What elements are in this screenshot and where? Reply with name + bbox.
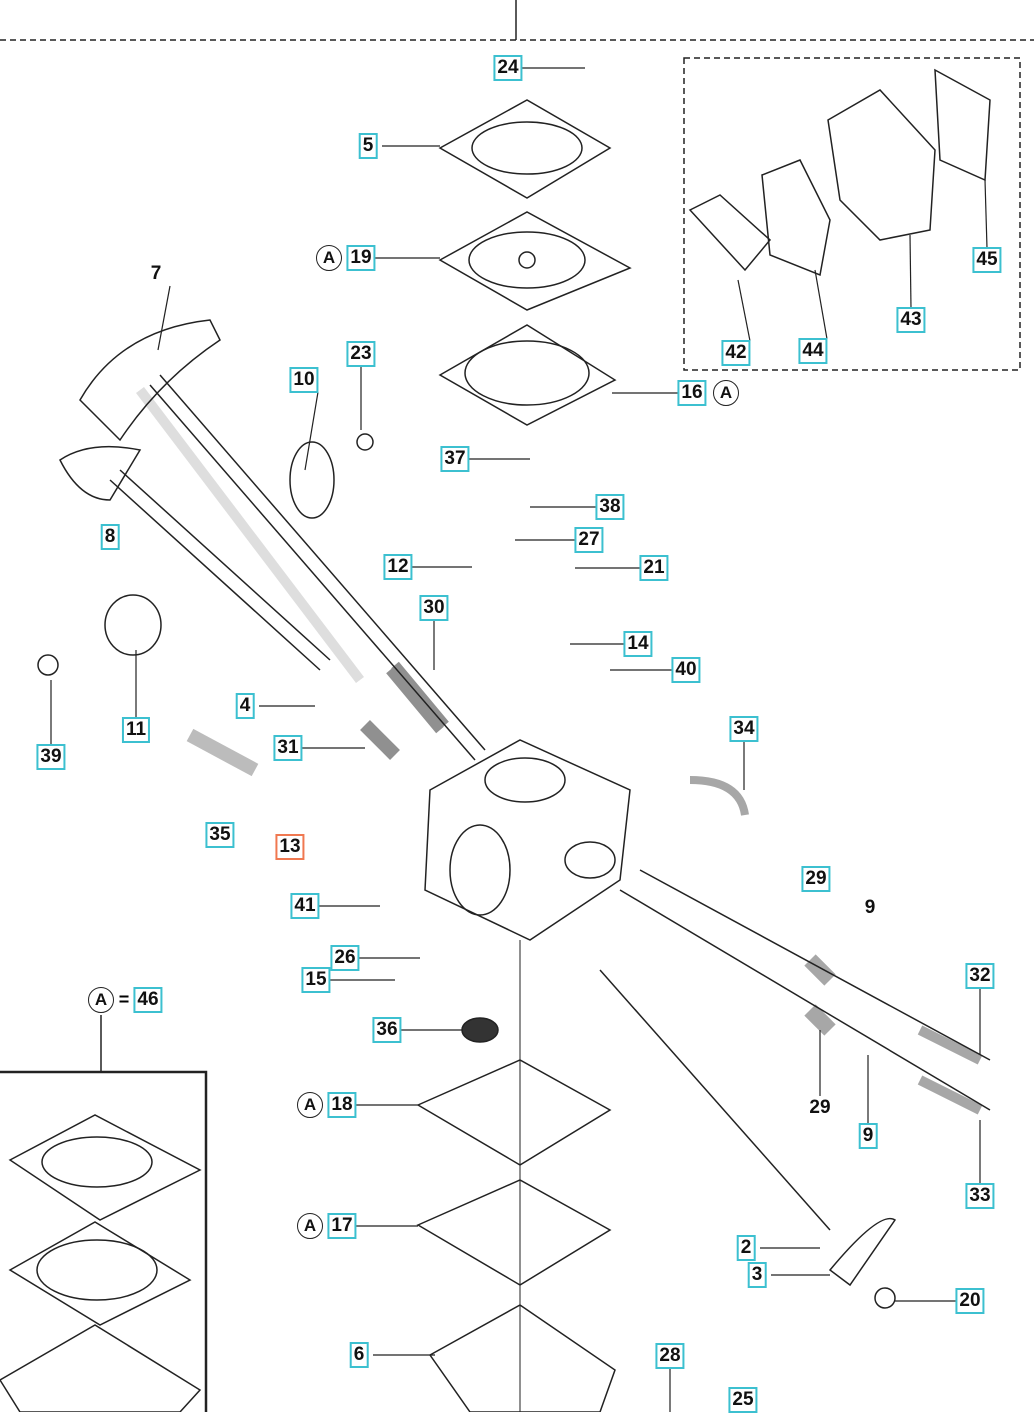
leader-line-7 [157,285,171,351]
kit-marker-a: A [713,380,739,406]
kit-marker-a: A [297,1213,323,1239]
part-label-42[interactable]: 42 [721,340,751,366]
part-label-44[interactable]: 44 [798,338,828,364]
part-label-39[interactable]: 39 [36,744,66,770]
part-label-29[interactable]: 29 [801,866,831,892]
tube-34 [689,776,749,816]
part-label-17[interactable]: 17 [327,1213,357,1239]
kit-marker-a: A [297,1092,323,1118]
part-label-45[interactable]: 45 [972,247,1002,273]
insulator-44 [761,159,831,277]
lever-7 [79,319,221,442]
part-label-35[interactable]: 35 [205,822,235,848]
spring-29b [804,1004,836,1036]
part-label-38[interactable]: 38 [595,494,625,520]
part-label-8[interactable]: 8 [100,524,120,550]
diaphragm-19 [438,211,632,311]
kit-marker-a: A [88,987,114,1013]
part-label-12[interactable]: 12 [383,554,413,580]
part-label-9[interactable]: 9 [858,1123,878,1149]
part-label-30[interactable]: 30 [419,595,449,621]
part-label-46[interactable]: 46 [133,987,163,1013]
leader-line-43 [909,234,912,309]
leader-line-44 [814,269,828,340]
part-label-6[interactable]: 6 [349,1342,369,1368]
part-label-24[interactable]: 24 [493,55,523,81]
part-label-7[interactable]: 7 [150,263,162,284]
filter-36 [461,1017,499,1043]
part-label-20[interactable]: 20 [955,1288,985,1314]
part-label-18[interactable]: 18 [327,1092,357,1118]
part-label-28[interactable]: 28 [655,1343,685,1369]
part-label-2[interactable]: 2 [736,1235,756,1261]
diaphragm-17 [416,1179,612,1286]
part-label-14[interactable]: 14 [623,631,653,657]
throttle-plate-10 [289,441,335,519]
part-label-31[interactable]: 31 [273,735,303,761]
needle-33 [917,1075,983,1115]
kit-equals-sign: = [118,989,130,1010]
lever-8 [59,445,142,501]
part-label-25[interactable]: 25 [728,1387,758,1413]
screw-20 [874,1287,896,1309]
part-label-9[interactable]: 9 [864,897,876,918]
pump-cover-6 [428,1304,616,1412]
part-label-40[interactable]: 40 [671,657,701,683]
spring-29a [804,954,836,986]
screw-39 [37,654,59,676]
part-label-15[interactable]: 15 [301,967,331,993]
part-label-23[interactable]: 23 [346,341,376,367]
leader-line-42 [737,279,751,342]
part-label-34[interactable]: 34 [729,716,759,742]
spring-31 [360,720,400,760]
part-label-19[interactable]: 19 [346,245,376,271]
lever-3 [828,1217,897,1287]
part-label-37[interactable]: 37 [440,446,470,472]
kit-46-inset [0,1070,208,1412]
choke-plate-11 [104,594,162,656]
part-label-21[interactable]: 21 [639,555,669,581]
carburetor-body [424,739,631,941]
gasket-5 [438,99,612,199]
part-label-3[interactable]: 3 [747,1262,767,1288]
part-label-4[interactable]: 4 [235,693,255,719]
gasket-42 [688,194,772,272]
adapter-43 [827,89,936,241]
part-label-29[interactable]: 29 [809,1097,831,1118]
part-label-16[interactable]: 16 [677,380,707,406]
leader-line-45 [984,179,988,249]
spring-30 [386,661,449,734]
pin-35 [186,728,259,777]
part-label-41[interactable]: 41 [290,893,320,919]
part-label-11[interactable]: 11 [121,717,151,743]
intake-subassembly-box [683,57,1021,371]
gasket-16 [438,324,617,426]
part-label-5[interactable]: 5 [358,133,378,159]
part-label-33[interactable]: 33 [965,1183,995,1209]
part-label-43[interactable]: 43 [896,307,926,333]
part-label-10[interactable]: 10 [289,367,319,393]
gasket-45 [934,68,991,182]
part-label-26[interactable]: 26 [330,945,360,971]
kit-marker-a: A [316,245,342,271]
part-label-13[interactable]: 13 [275,834,305,860]
screw-23 [356,433,374,451]
leader-line-10 [304,391,319,471]
needle-32 [917,1025,983,1065]
part-label-36[interactable]: 36 [372,1017,402,1043]
gasket-18 [416,1059,612,1166]
part-label-27[interactable]: 27 [574,527,604,553]
part-label-32[interactable]: 32 [965,963,995,989]
